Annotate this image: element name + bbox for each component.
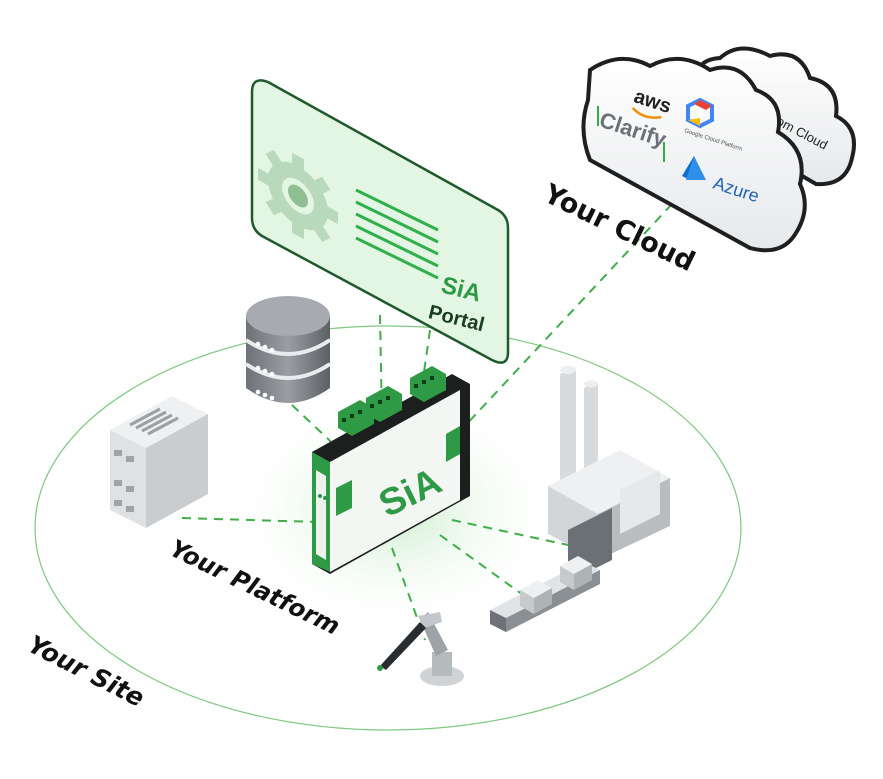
label-your-site: Your Site xyxy=(23,630,149,713)
box-2 xyxy=(560,556,592,590)
link-portal-2 xyxy=(419,329,431,401)
portal-text-lines xyxy=(355,188,439,280)
link-database xyxy=(291,404,346,456)
link-factory xyxy=(451,519,583,549)
factory-icon xyxy=(548,366,670,582)
link-power xyxy=(181,517,319,523)
azure-logo xyxy=(682,156,706,180)
link-conveyor xyxy=(439,534,531,601)
power-supply-icon xyxy=(110,396,208,528)
gear-icon xyxy=(258,150,338,242)
portal-card[interactable]: SiA Portal xyxy=(250,79,510,364)
sia-device[interactable]: SiA xyxy=(312,366,470,574)
site-ring xyxy=(34,325,742,731)
box-1 xyxy=(520,580,552,614)
conveyor-icon xyxy=(490,556,600,632)
links xyxy=(181,203,673,641)
cloud-main[interactable]: aws Clarify Google Cloud Platform Azure xyxy=(581,56,807,253)
database-icon xyxy=(244,296,332,403)
link-cloud xyxy=(462,203,673,429)
google-cloud-logo xyxy=(686,97,714,129)
robot-arm-icon xyxy=(377,612,464,686)
